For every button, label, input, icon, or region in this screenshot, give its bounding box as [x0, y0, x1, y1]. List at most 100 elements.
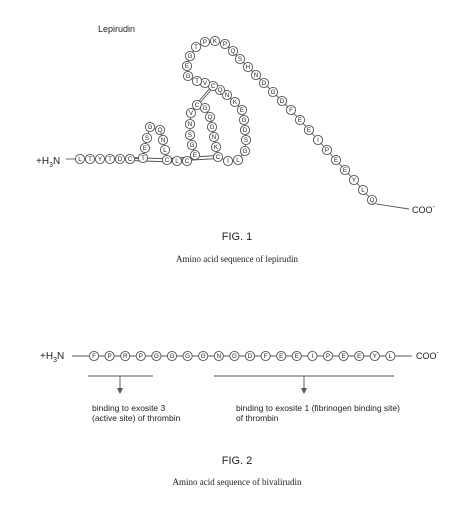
residue-letter: G	[154, 353, 159, 360]
fig1-residue: K	[209, 35, 221, 47]
residue-letter: G	[242, 117, 247, 124]
residue-circle	[182, 70, 194, 82]
fig1-residue: T	[84, 153, 96, 165]
residue-letter: N	[217, 353, 221, 360]
residue-letter: C	[185, 158, 190, 165]
fig1-residue: L	[171, 155, 183, 167]
fig1-residue: E	[181, 60, 193, 72]
residue-circle	[190, 41, 202, 53]
fig1-residue: G	[206, 121, 218, 133]
fig1-residue: Q	[366, 194, 378, 206]
fig2-residue: D	[244, 350, 256, 362]
residue-letter: V	[189, 110, 194, 117]
residue-letter: Q	[218, 87, 223, 94]
residue-letter: E	[193, 152, 197, 159]
fig2-annotation-right-line1: binding to exosite 1 (fibrinogen binding…	[236, 403, 400, 413]
residue-circle	[354, 350, 365, 362]
fig2-residue: G	[229, 350, 240, 362]
residue-letter: S	[238, 56, 242, 63]
residue-letter: D	[248, 353, 253, 360]
fig1-residue: I	[222, 155, 234, 167]
fig1-residue: V	[185, 107, 197, 119]
fig1-residue: Q	[154, 124, 166, 136]
residue-letter: G	[190, 142, 195, 149]
residue-letter: P	[139, 353, 143, 360]
fig2-residue: E	[354, 350, 365, 362]
residue-letter: S	[244, 137, 248, 144]
residue-circle	[338, 350, 349, 362]
residue-letter: G	[148, 124, 153, 131]
fig1-residue: G	[182, 70, 194, 82]
fig1-residue: E	[339, 164, 351, 176]
fig2-subcaption: Amino acid sequence of bivalirudin	[173, 477, 302, 487]
residue-letter: N	[254, 72, 258, 79]
residue-circle	[276, 350, 287, 362]
residue-letter: F	[92, 353, 96, 360]
fig1-residue: T	[137, 152, 149, 164]
residue-circle	[366, 194, 378, 206]
residue-circle	[161, 154, 173, 166]
fig1-residue: P	[321, 144, 333, 156]
fig2-annotation-left-line2: (active site) of thrombin	[92, 413, 181, 423]
fig1-residue: N	[184, 118, 196, 130]
residue-letter: F	[289, 107, 293, 114]
residue-letter: E	[307, 127, 311, 134]
fig2-residue: F	[88, 350, 100, 362]
fig2-residue: E	[338, 350, 349, 362]
residue-letter: F	[264, 353, 268, 360]
fig1-residue: C	[212, 151, 224, 163]
residue-circle	[221, 89, 233, 101]
fig1-residue: S	[141, 132, 153, 144]
residue-circle	[191, 75, 203, 87]
residue-letter: Q	[231, 48, 236, 55]
fig2-arrowhead-left	[117, 388, 123, 394]
fig1-subcaption: Amino acid sequence of lepirudin	[176, 254, 298, 264]
fig1-residue: G	[239, 145, 251, 157]
residue-letter: N	[161, 137, 165, 144]
residue-circle	[181, 155, 193, 167]
residue-letter: G	[210, 124, 215, 131]
residue-letter: I	[317, 137, 319, 144]
residue-circle	[120, 350, 131, 362]
fig1-residue: E	[330, 154, 342, 166]
residue-letter: G	[243, 148, 248, 155]
fig1-residue: Y	[348, 174, 360, 186]
residue-circle	[222, 155, 234, 167]
fig1-residue: E	[139, 142, 151, 154]
residue-letter: K	[233, 99, 238, 106]
fig2-residue: L	[385, 350, 396, 362]
residue-letter: E	[143, 145, 147, 152]
fig2-annotation-right-line2: of thrombin	[236, 413, 279, 423]
residue-circle	[137, 152, 149, 164]
residue-letter: C	[128, 156, 133, 163]
residue-circle	[184, 129, 196, 141]
residue-circle	[199, 36, 211, 48]
residue-circle	[312, 134, 324, 146]
residue-letter: T	[108, 156, 112, 163]
residue-circle	[88, 350, 100, 362]
fig1-residue: C	[181, 155, 193, 167]
residue-letter: E	[279, 353, 283, 360]
residue-circle	[244, 350, 256, 362]
residue-circle	[385, 350, 396, 362]
residue-circle	[239, 124, 251, 136]
fig2-caption: FIG. 2	[222, 455, 253, 467]
residue-circle	[144, 121, 156, 133]
residue-letter: G	[232, 353, 237, 360]
fig1-residue: I	[312, 134, 324, 146]
fig2-residue: Y	[369, 350, 380, 362]
residue-circle	[250, 69, 262, 81]
residue-circle	[114, 153, 126, 165]
residue-circle	[141, 132, 153, 144]
residue-letter: T	[195, 78, 199, 85]
residue-circle	[291, 350, 302, 362]
fig2-residue: P	[104, 350, 115, 362]
residue-letter: V	[203, 80, 208, 87]
residue-circle	[198, 350, 209, 362]
residue-circle	[229, 350, 240, 362]
residue-letter: P	[203, 39, 207, 46]
residue-circle	[104, 153, 116, 165]
